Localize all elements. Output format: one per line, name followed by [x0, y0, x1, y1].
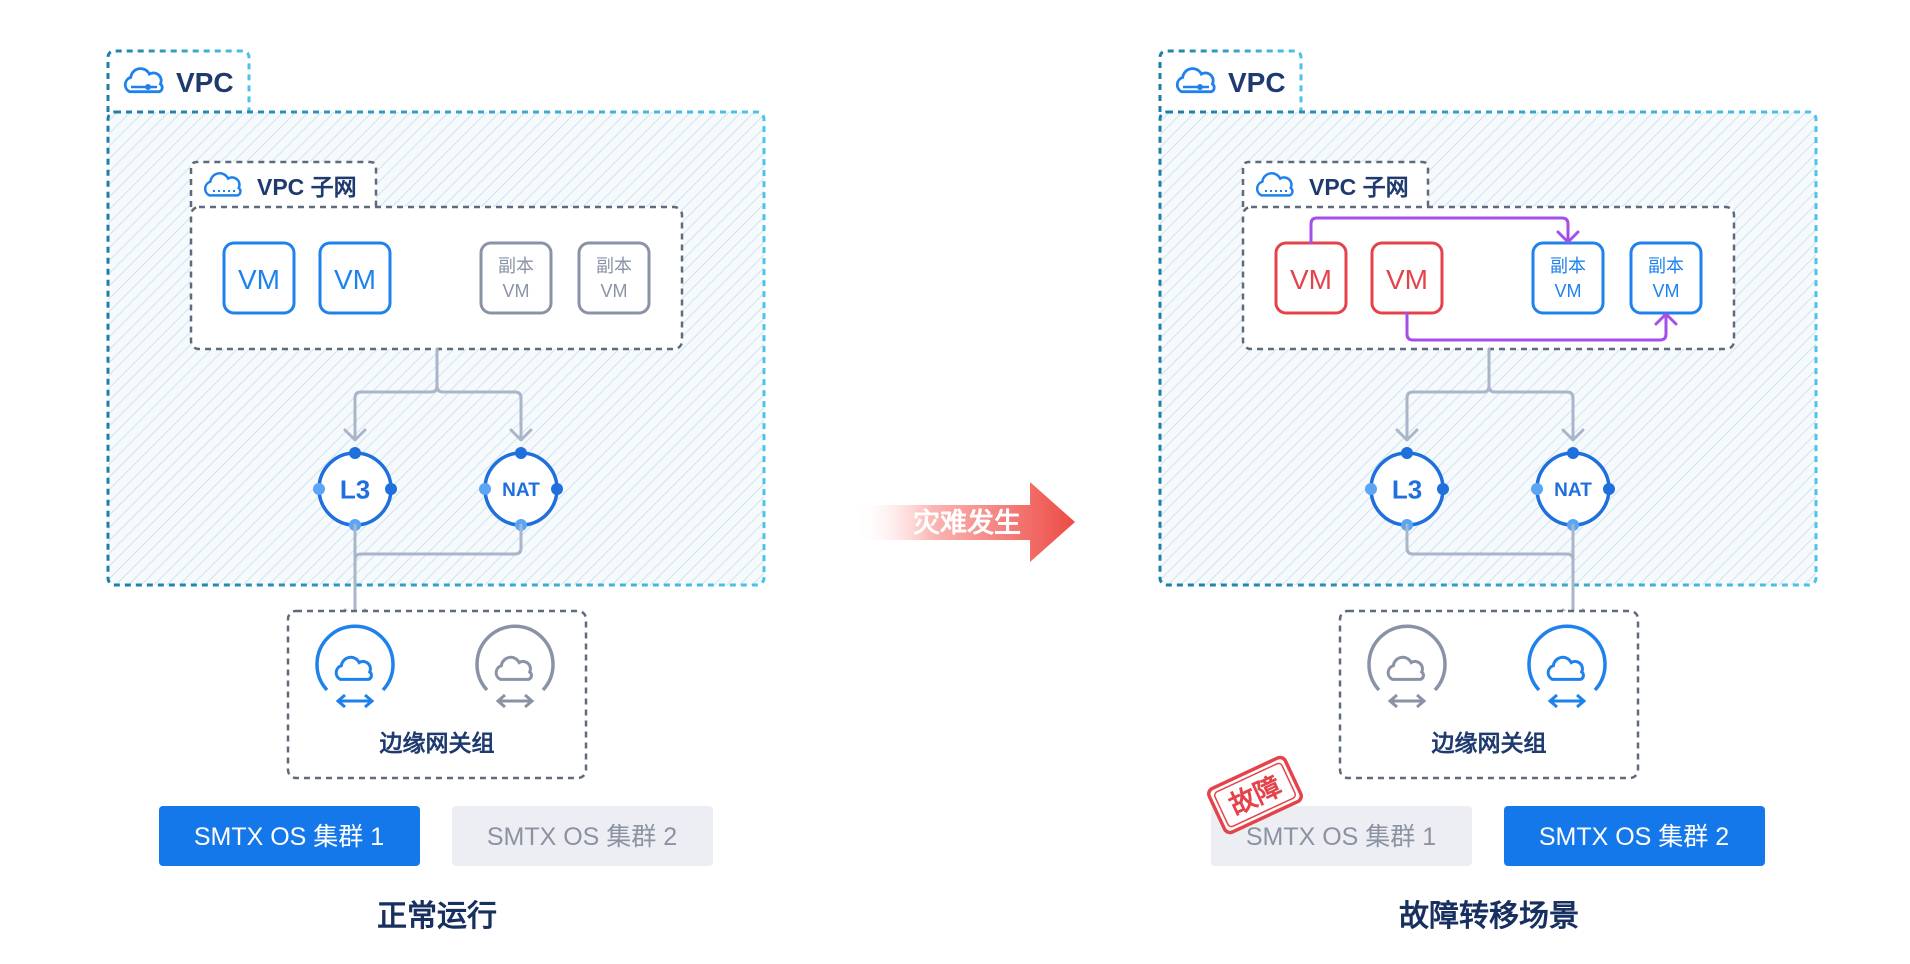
disaster-arrow-label: 灾难发生: [913, 507, 1021, 538]
disaster-arrow: 灾难发生: [855, 482, 1075, 562]
vm-label-1: VM: [1386, 264, 1428, 295]
vm-box-0: VM: [1274, 241, 1348, 315]
edge-gateway-icon-0: [315, 624, 395, 709]
subnet-label: VPC 子网: [257, 174, 357, 200]
panel-caption: 正常运行: [377, 900, 497, 933]
replication-arrow-1: [1309, 216, 1570, 245]
subnet-router-links: [1395, 347, 1585, 442]
edge-gateway-box: [1338, 609, 1640, 780]
vpc-cloud-icon: [1175, 67, 1216, 94]
disaster-arrow-shape: [855, 482, 1075, 562]
subnet-cloud-icon: [1255, 172, 1294, 197]
cluster-2-button: SMTX OS 集群 2: [452, 806, 713, 866]
panel-1: VPC VPC 子网 VM VM 副本 VM 副本 VM L3 NAT 边缘网关组 SMTX OS 集…: [1158, 49, 1818, 933]
router-l3-icon: L3: [1365, 447, 1449, 531]
vpc-tab: [1158, 49, 1303, 112]
router-label-0: L3: [1392, 474, 1422, 504]
replica-line2-0: VM: [1555, 281, 1582, 301]
vm-label-0: VM: [238, 264, 280, 295]
cluster-1-label: SMTX OS 集群 1: [1246, 823, 1436, 851]
vpc-label: VPC: [176, 67, 234, 98]
replication-arrows: [1309, 216, 1678, 342]
vpc-tab: [106, 49, 251, 112]
vm-box-0: VM: [222, 241, 296, 315]
edge-gateway-box: [286, 609, 588, 780]
subnet-router-links: [343, 347, 533, 442]
replica-vm-box-0: 副本 VM: [479, 241, 553, 315]
router-label-1: NAT: [502, 480, 540, 501]
router-nat-icon: NAT: [479, 447, 563, 531]
edge-gateway-icon-1: [475, 624, 555, 709]
vpc-cloud-icon: [123, 67, 164, 94]
edge-gateway-icon-1: [1527, 624, 1607, 709]
replica-line1-1: 副本: [1648, 256, 1684, 276]
router-nat-icon: NAT: [1531, 447, 1615, 531]
router-l3-icon: L3: [313, 447, 397, 531]
cluster-1-label: SMTX OS 集群 1: [194, 823, 384, 851]
router-label-1: NAT: [1554, 480, 1592, 501]
replica-line2-1: VM: [601, 281, 628, 301]
replica-line1-0: 副本: [498, 256, 534, 276]
router-label-0: L3: [340, 474, 370, 504]
cluster-1-button: SMTX OS 集群 1: [159, 806, 420, 866]
replica-line2-1: VM: [1653, 281, 1680, 301]
cluster-2-button: SMTX OS 集群 2: [1504, 806, 1765, 866]
vm-box-1: VM: [318, 241, 392, 315]
vm-label-0: VM: [1290, 264, 1332, 295]
replication-arrowhead-1: [1556, 230, 1580, 244]
vpc-label: VPC: [1228, 67, 1286, 98]
cluster-2-label: SMTX OS 集群 2: [487, 823, 677, 851]
replica-line1-1: 副本: [596, 256, 632, 276]
replica-vm-box-1: 副本 VM: [1629, 241, 1703, 315]
vm-box-1: VM: [1370, 241, 1444, 315]
edge-gateway-label: 边缘网关组: [1432, 730, 1547, 756]
replication-arrowhead-2: [1654, 312, 1678, 326]
replica-vm-box-0: 副本 VM: [1531, 241, 1605, 315]
panel-0: VPC VPC 子网 VM VM 副本 VM 副本 VM L3 NAT 边缘网关组 SMTX OS 集…: [106, 49, 766, 933]
subnet-cloud-icon: [203, 172, 242, 197]
cluster-1-button: SMTX OS 集群 1: [1211, 806, 1472, 866]
replica-line2-0: VM: [503, 281, 530, 301]
edge-gateway-icon-0: [1367, 624, 1447, 709]
fault-stamp: 故障: [1207, 755, 1303, 835]
subnet-label: VPC 子网: [1309, 174, 1409, 200]
replica-vm-box-1: 副本 VM: [577, 241, 651, 315]
panel-caption: 故障转移场景: [1399, 899, 1579, 933]
replica-line1-0: 副本: [1550, 256, 1586, 276]
edge-gateway-label: 边缘网关组: [380, 730, 495, 756]
cluster-2-label: SMTX OS 集群 2: [1539, 823, 1729, 851]
replication-arrow-2: [1405, 311, 1668, 342]
vm-label-1: VM: [334, 264, 376, 295]
